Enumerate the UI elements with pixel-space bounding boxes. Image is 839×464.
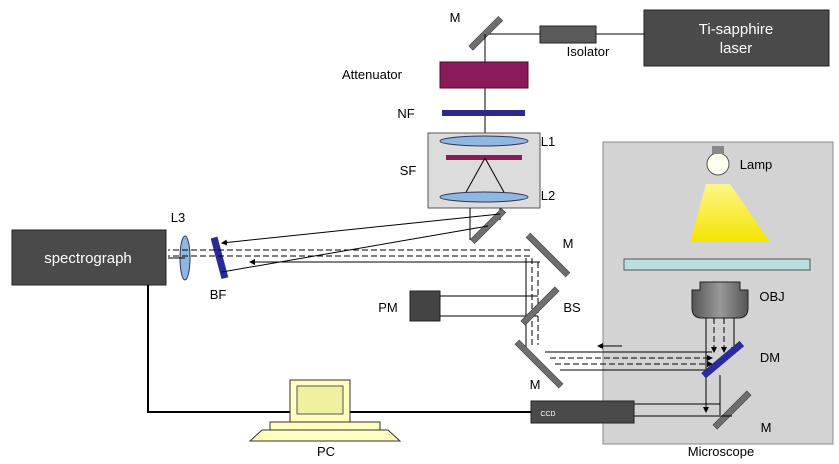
isolator [539,25,597,44]
mirror-bottom-right-label: M [761,420,772,435]
power-meter [409,290,441,322]
l1-label: L1 [541,134,555,149]
l2-label: L2 [541,188,555,203]
spectrograph-label: spectrograph [44,250,132,267]
mirror-top-label: M [450,10,461,25]
pc-computer [248,379,402,442]
ti-sapphire-laser [643,9,830,67]
objective [691,281,749,319]
pinhole [446,155,522,160]
pc-cable [147,285,531,413]
bs-label: BS [563,300,581,315]
dm-label: DM [760,350,780,365]
mirror-bottom-left-label: M [530,377,541,392]
mirror-bottom-left [514,339,564,389]
attenuator [439,61,529,89]
bf-filter [210,236,229,280]
mirror-bottom-right [712,390,752,430]
dichroic-mirror [701,340,745,379]
sample-slide [623,258,811,271]
ti-sapphire-label-2: laser [720,40,753,57]
mirror-right [525,232,571,278]
spectrograph [11,229,167,286]
bf-label: BF [210,287,227,302]
pm-label: PM [378,300,398,315]
lamp-label: Lamp [740,157,773,172]
obj-label: OBJ [759,289,784,304]
pc-label: PC [317,444,335,459]
lens-l1 [439,135,529,147]
attenuator-label: Attenuator [342,67,403,82]
mirror-right-label: M [563,236,574,251]
microscope-label: Microscope [688,444,754,459]
lamp-base [712,146,724,154]
isolator-label: Isolator [567,44,610,59]
nf-label: NF [397,106,414,121]
l3-label: L3 [171,210,185,225]
nf-filter [442,110,525,116]
ti-sapphire-label-1: Ti-sapphire [699,21,773,38]
mirror-top [468,15,504,51]
beam-splitter [520,286,560,326]
sf-label: SF [400,163,417,178]
lamp-light-cone [690,184,770,242]
lamp-bulb [706,152,730,176]
ccd-label: CCD [540,411,555,418]
lens-l2 [439,191,529,203]
